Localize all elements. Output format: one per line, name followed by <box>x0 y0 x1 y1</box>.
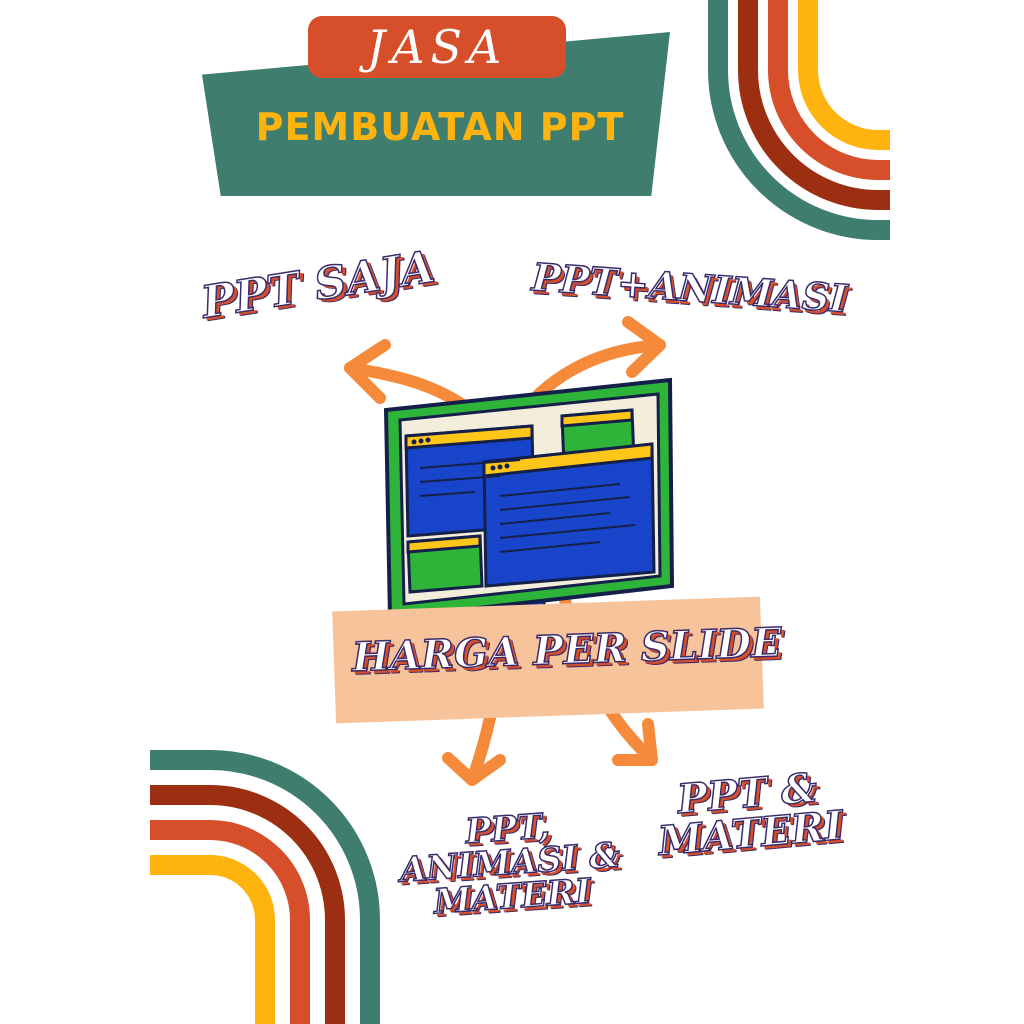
arrow-icon <box>344 339 391 404</box>
arrow-icon <box>612 718 658 766</box>
option-ppt-materi: PPT & MATERI <box>656 763 846 865</box>
rainbow-arc-top-right <box>708 0 890 240</box>
rainbow-arc-bottom-left <box>150 750 380 1024</box>
arrow-icon <box>622 316 666 378</box>
header-badge: JASA <box>308 16 566 78</box>
option-ppt-animasi-materi: PPT, ANIMASI & MATERI <box>398 805 622 923</box>
monitor-icon <box>383 377 675 630</box>
page-title: PEMBUATAN PPT <box>255 105 625 149</box>
arrow-icon <box>442 752 506 786</box>
